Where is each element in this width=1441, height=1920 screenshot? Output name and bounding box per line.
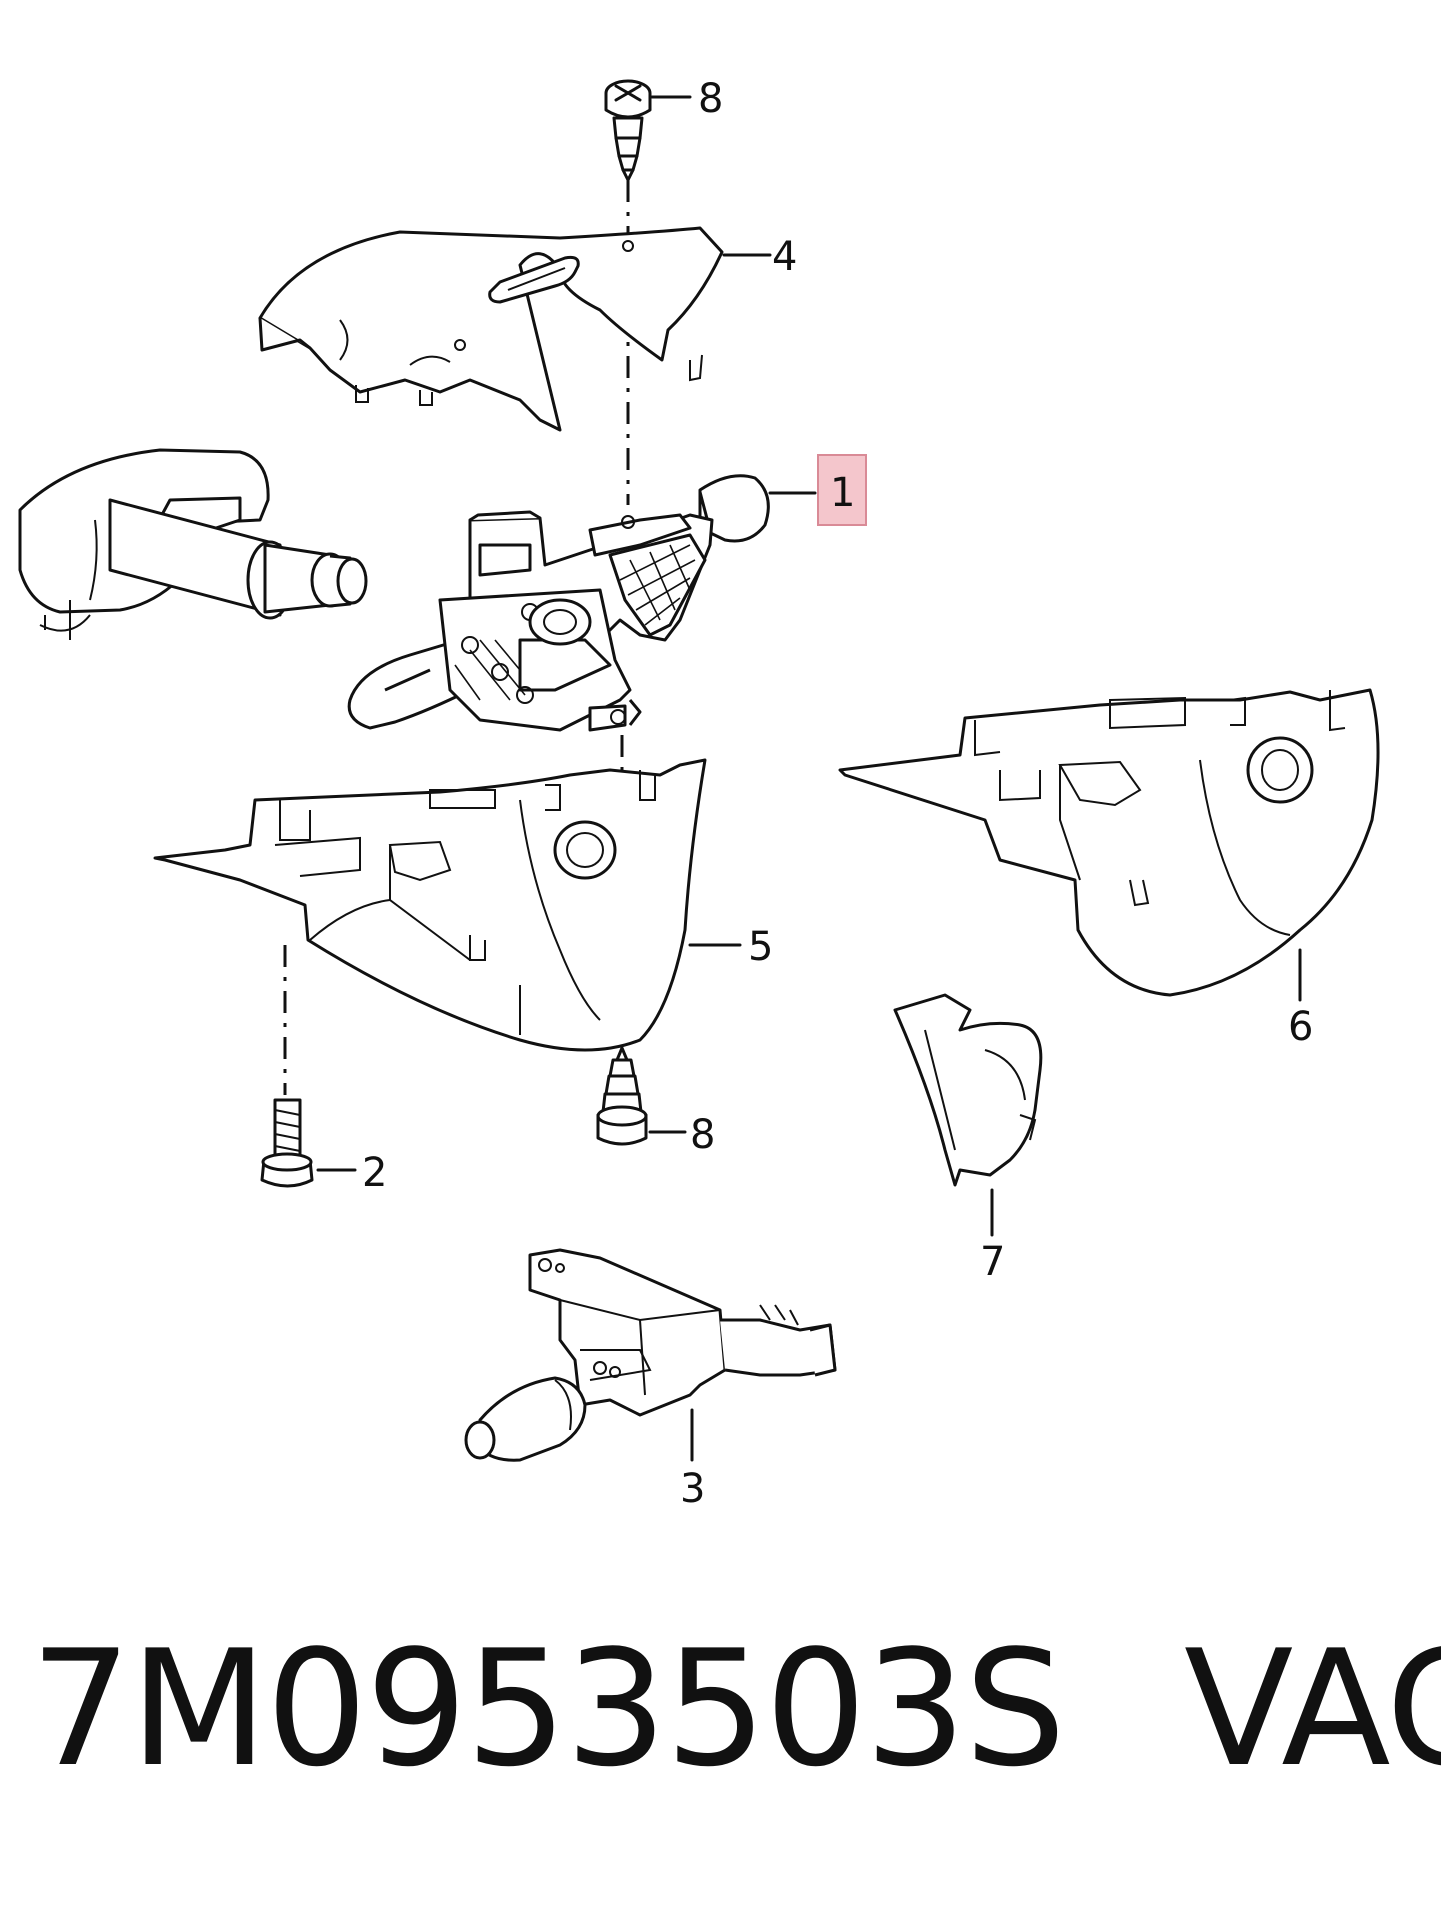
callout-5: 5	[748, 924, 773, 970]
callout-1-highlight	[817, 454, 867, 526]
callout-1	[768, 454, 867, 526]
lower-column-cover-part-5	[153, 758, 742, 1052]
callout-2: 2	[362, 1150, 387, 1196]
callout-4: 4	[772, 234, 797, 280]
callout-3: 3	[680, 1466, 705, 1512]
callout-8-top: 8	[698, 76, 723, 122]
part-number: 7M0953503S	[30, 1615, 1066, 1802]
screw-top-part-8	[604, 79, 692, 182]
screw-bottom-part-8	[596, 1046, 687, 1146]
callout-7: 7	[980, 1239, 1005, 1285]
bolt-part-2	[260, 945, 357, 1188]
combination-switch-part-1	[347, 474, 770, 732]
callout-8-bottom: 8	[690, 1112, 715, 1158]
callout-1-label: 1	[830, 470, 855, 516]
trim-piece-part-7	[893, 993, 1043, 1237]
stalk-switch-part-3	[464, 1248, 837, 1462]
upper-column-cover-part-4	[258, 226, 772, 432]
part-number-footer: 7M0953503S VAG	[30, 1615, 1441, 1815]
lower-cover-part-6	[838, 688, 1380, 1002]
callout-6: 6	[1288, 1004, 1313, 1050]
brand-name: VAG	[1183, 1615, 1441, 1802]
steering-column-shaft	[18, 448, 368, 640]
